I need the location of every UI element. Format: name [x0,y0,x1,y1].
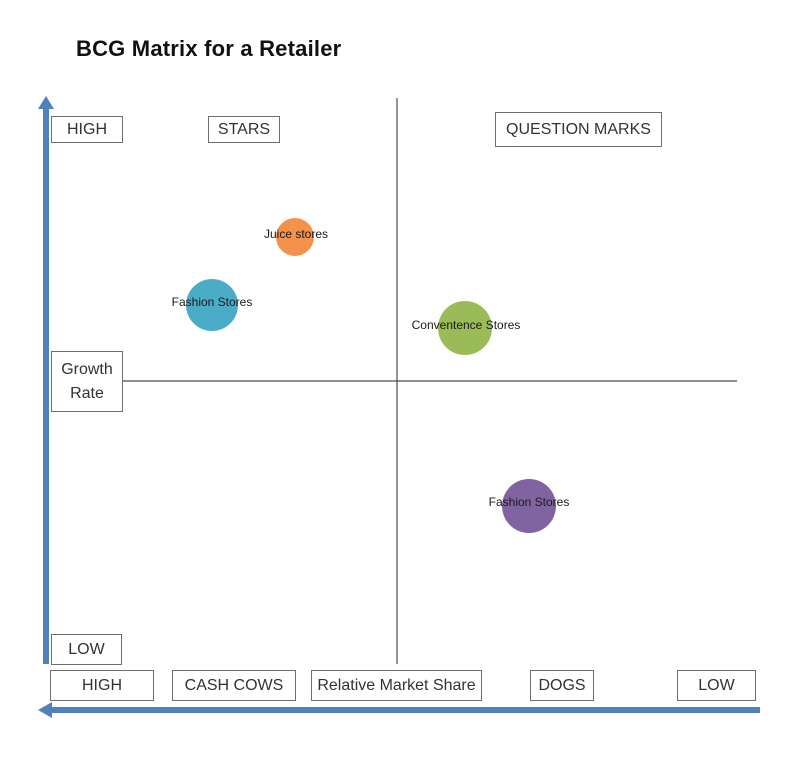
quadrant-dogs-label: DOGS [530,670,594,701]
page-title: BCG Matrix for a Retailer [76,36,342,61]
bubble-fashion-stores-stars [186,279,238,331]
y-axis-low-label: LOW [51,634,122,665]
y-axis-arrow [38,96,54,664]
bubble-juice-stores [276,218,314,256]
x-axis-arrow [38,702,760,718]
bubble-fashion-stores-dogs [502,479,556,533]
bubble-label-fashion-stores-stars: Fashion Stores [171,295,253,309]
bubble-label-convenience-stores: Conventence Stores [411,318,521,332]
bubble-label-juice-stores: Juice stores [263,227,329,241]
x-axis-title: Relative Market Share [311,670,482,701]
quadrant-stars-label: STARS [208,116,280,143]
bubble-convenience-stores [438,301,492,355]
quadrant-question-marks-label: QUESTION MARKS [495,112,662,147]
y-axis-title: Growth Rate [51,351,123,412]
y-axis-high-label: HIGH [51,116,123,143]
bubble-label-fashion-stores-dogs: Fashion Stores [488,495,570,509]
x-axis-low-label: LOW [677,670,756,701]
quadrant-cash-cows-label: CASH COWS [172,670,296,701]
x-axis-high-label: HIGH [50,670,154,701]
